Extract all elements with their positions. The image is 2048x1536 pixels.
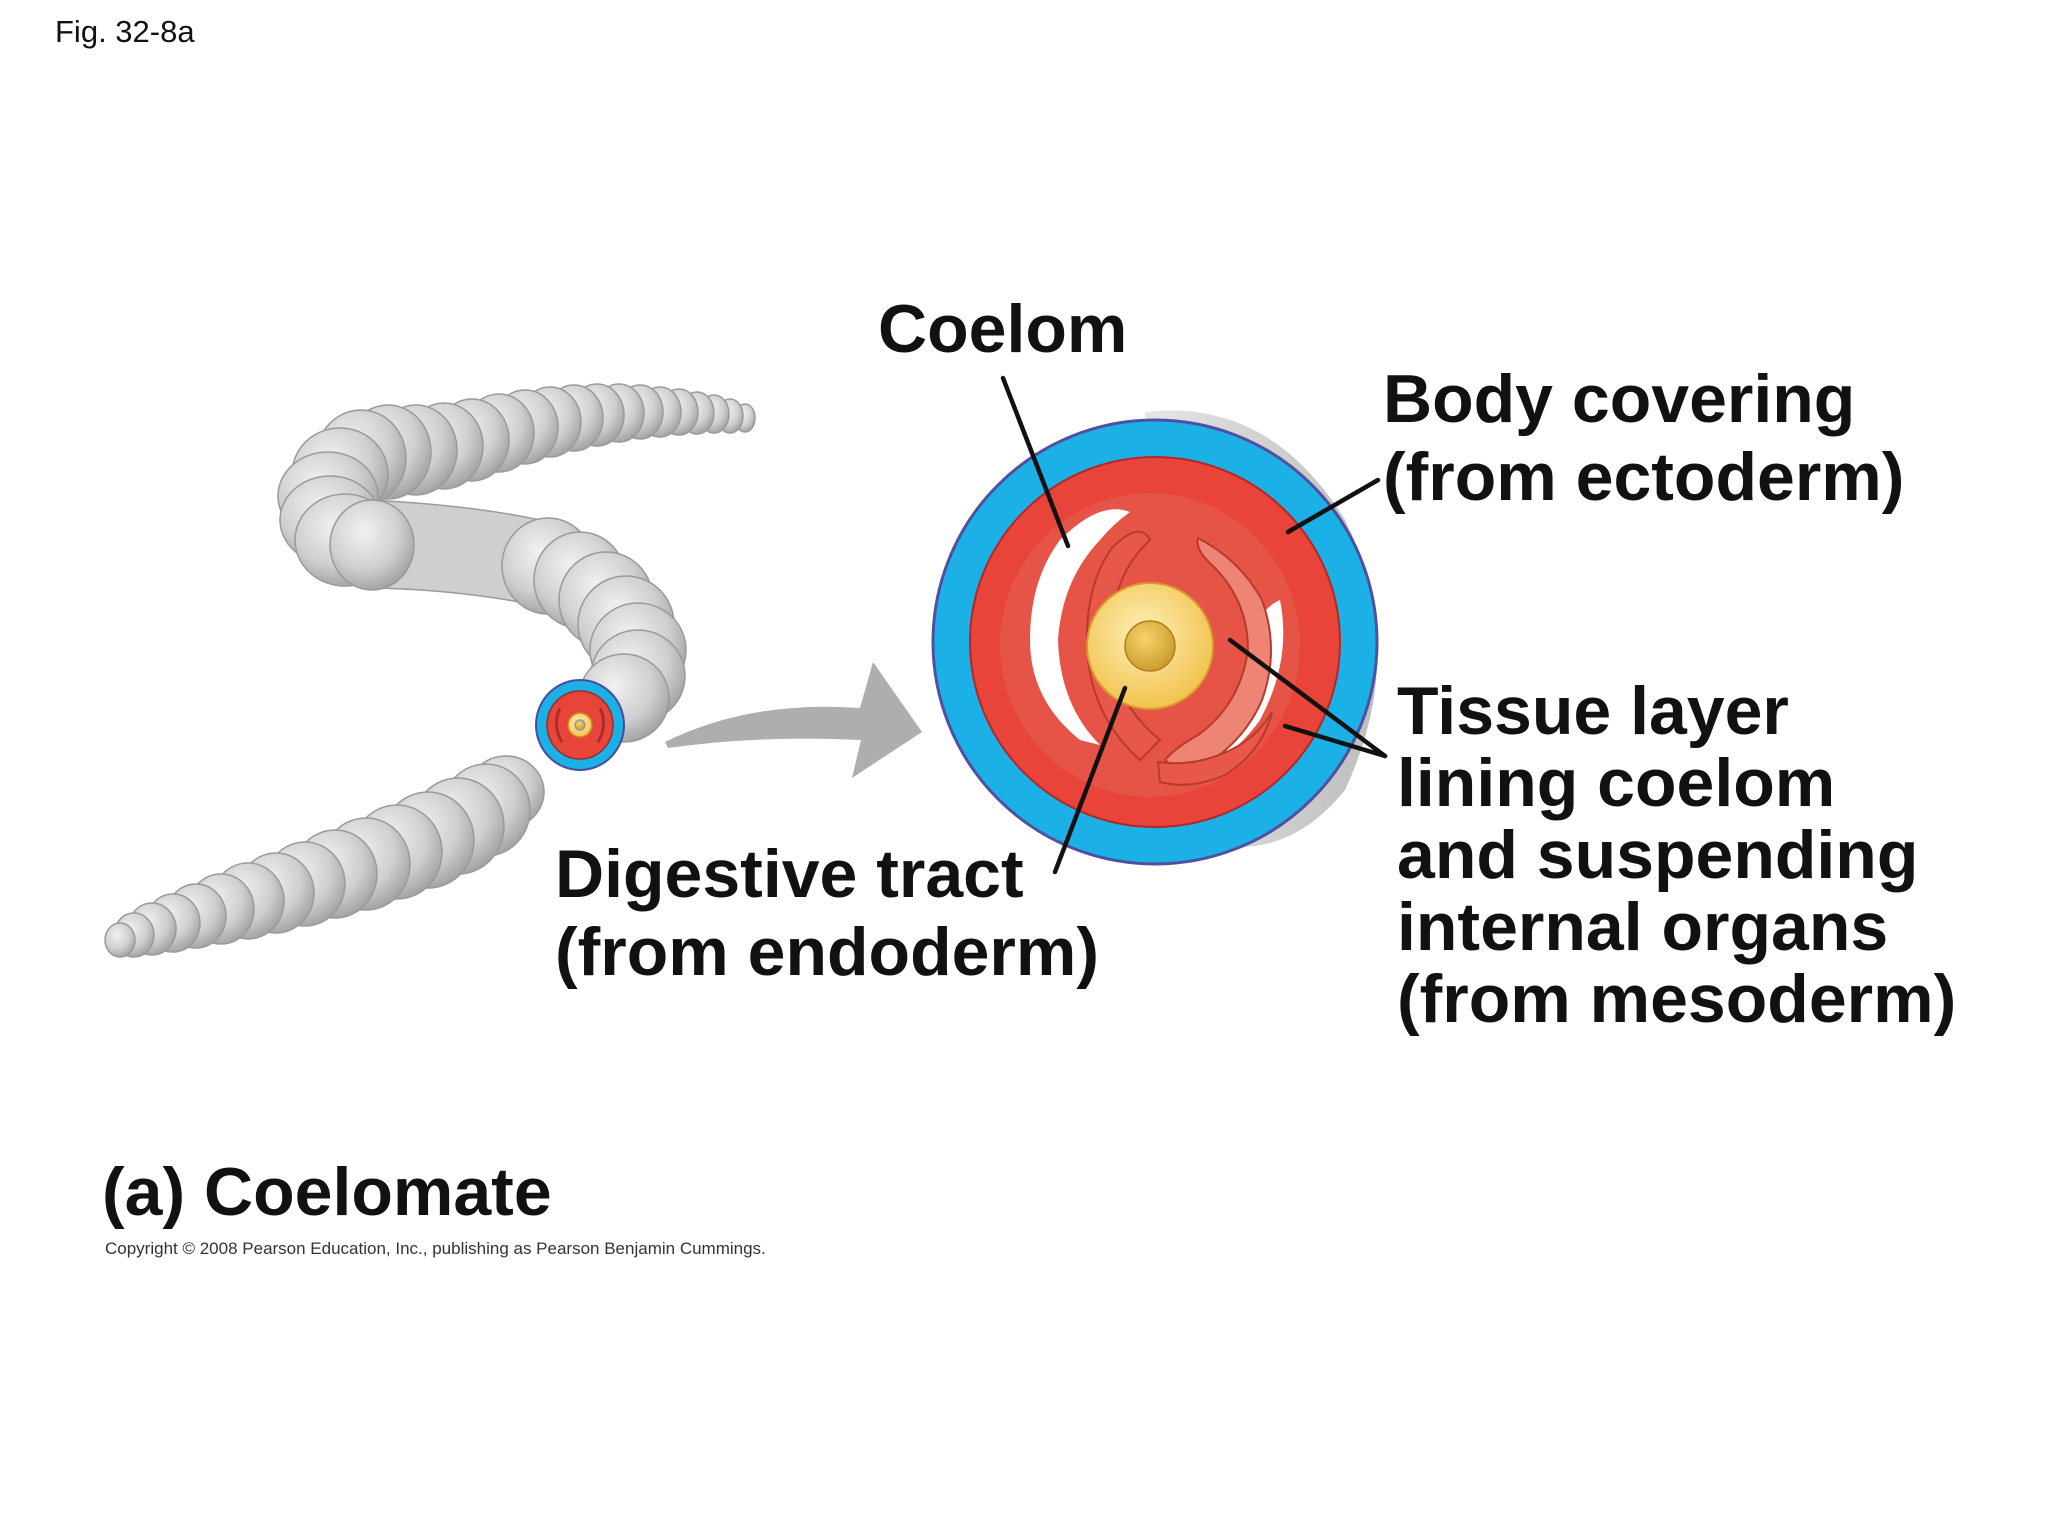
label-tissue-layer-line1: Tissue layer — [1397, 673, 1789, 749]
tissue-layer-leader-2 — [1282, 723, 1388, 759]
coelom-leader — [1000, 375, 1071, 549]
gut-lumen — [1124, 620, 1176, 672]
digestive-tract-leader — [1052, 685, 1128, 875]
tissue-layer-leader-1 — [1227, 637, 1388, 759]
coelom-cavity — [1030, 509, 1130, 745]
earthworm-icon — [104, 383, 756, 958]
label-coelom: Coelom — [878, 291, 1128, 367]
panel-title: (a) Coelomate — [102, 1154, 552, 1230]
label-tissue-layer: Tissue layer lining coelom and suspendin… — [1397, 675, 1956, 1035]
figure-number: Fig. 32-8a — [55, 14, 195, 49]
label-digestive-tract: Digestive tract (from endoderm) — [555, 835, 1099, 991]
label-tissue-layer-line2: lining coelom — [1397, 745, 1836, 821]
leader-lines — [1000, 375, 1388, 875]
label-digestive-tract-line1: Digestive tract — [555, 836, 1024, 912]
label-tissue-layer-line3: and suspending — [1397, 817, 1919, 893]
label-body-covering: Body covering (from ectoderm) — [1383, 360, 1904, 516]
label-body-covering-line1: Body covering — [1383, 361, 1856, 437]
curved-arrow-icon — [665, 662, 922, 778]
cross-section-icon — [931, 410, 1379, 866]
body-covering-leader — [1285, 477, 1381, 535]
label-digestive-tract-line2: (from endoderm) — [555, 914, 1099, 990]
label-body-covering-line2: (from ectoderm) — [1383, 439, 1905, 515]
label-tissue-layer-line5: (from mesoderm) — [1397, 961, 1957, 1037]
copyright-notice: Copyright © 2008 Pearson Education, Inc.… — [105, 1239, 766, 1258]
label-tissue-layer-line4: internal organs — [1397, 889, 1889, 965]
worm-cut-section — [535, 679, 625, 771]
